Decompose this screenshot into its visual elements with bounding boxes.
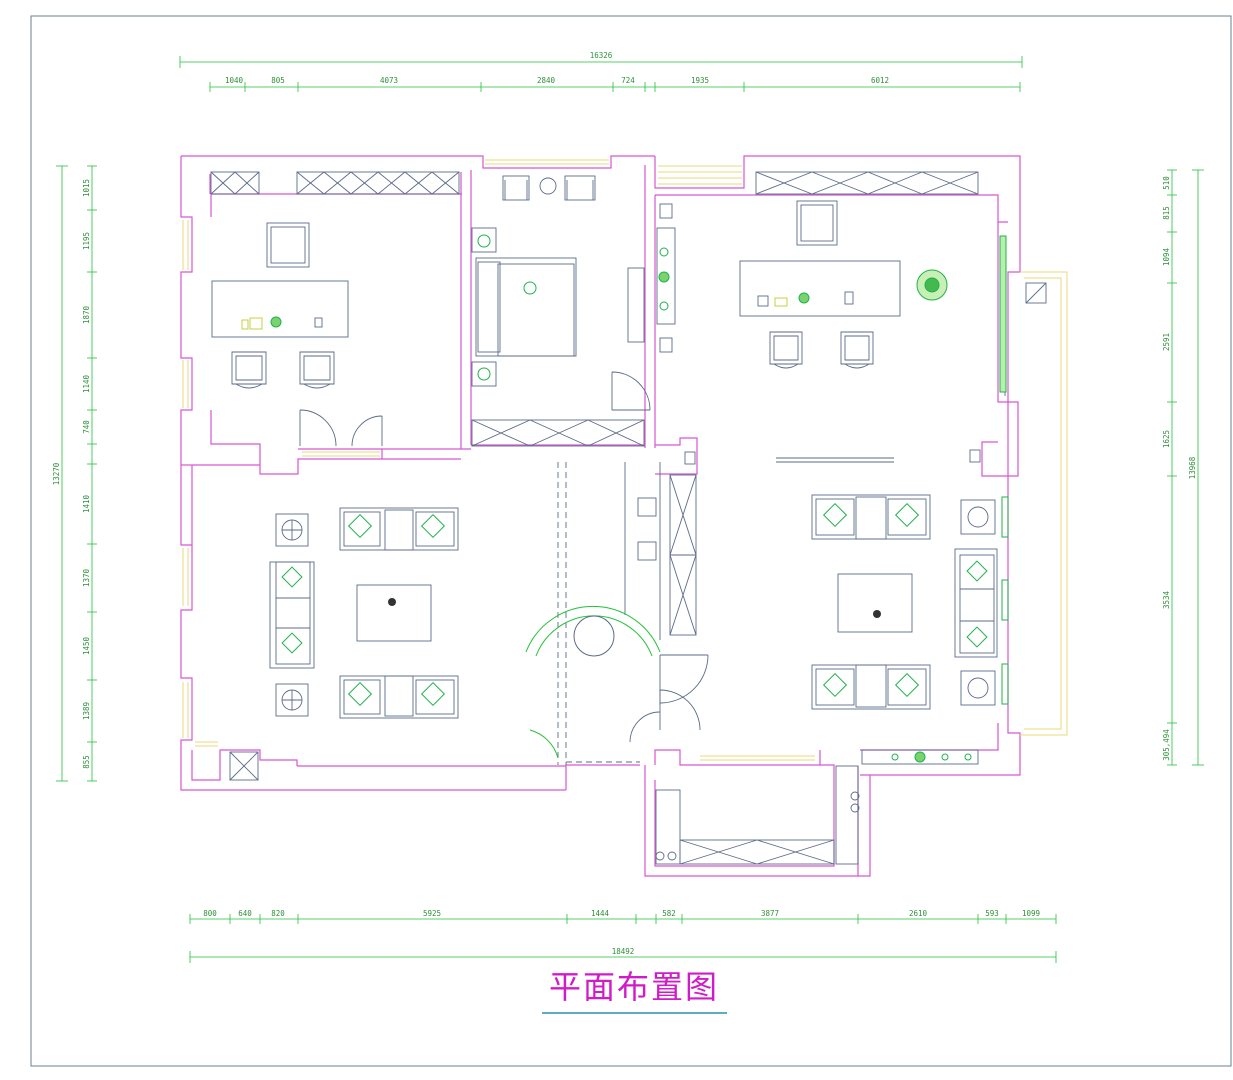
drawing-title: 平面布置图	[549, 968, 719, 1006]
dim-top-6: 1935	[691, 76, 709, 85]
dim-left-8: 1450	[82, 636, 91, 655]
dim-left-7: 1370	[82, 568, 91, 587]
dim-left-total: 13270	[52, 462, 61, 485]
dim-top-4: 2840	[537, 76, 556, 85]
dim-left-9: 1389	[82, 702, 91, 720]
table-ornaments	[388, 598, 881, 618]
dim-right-2: 815	[1162, 206, 1171, 220]
arch-feature	[525, 605, 661, 759]
dim-top-5: 724	[621, 76, 635, 85]
walls	[180, 155, 1021, 877]
dim-top-2: 805	[271, 76, 285, 85]
dim-right-3: 1094	[1162, 247, 1171, 266]
dim-left-3: 1870	[82, 305, 91, 324]
dimension-labels: 16326 1040 805 4073 2840 724 1935 6012 8…	[52, 51, 1197, 956]
dim-left-5: 740	[82, 420, 91, 434]
dim-bottom-6: 582	[662, 909, 676, 918]
dim-left-10: 855	[82, 755, 91, 769]
dim-right-1: 510	[1162, 176, 1171, 190]
dim-bottom-3: 820	[271, 909, 285, 918]
dim-top-total: 16326	[590, 51, 613, 60]
dim-right-4: 2591	[1162, 333, 1171, 351]
dim-right-5: 1625	[1162, 430, 1171, 448]
dim-top-3: 4073	[380, 76, 398, 85]
dim-bottom-1: 800	[203, 909, 217, 918]
dimension-lines	[56, 56, 1204, 963]
dim-bottom-2: 640	[238, 909, 252, 918]
dim-top-7: 6012	[871, 76, 889, 85]
dim-bottom-9: 593	[985, 909, 999, 918]
dim-left-2: 1195	[82, 232, 91, 250]
dim-right-6: 3534	[1162, 590, 1171, 609]
dim-bottom-4: 5925	[423, 909, 441, 918]
dim-right-total: 13968	[1188, 456, 1197, 479]
dim-top-1: 1040	[225, 76, 244, 85]
dim-bottom-7: 3877	[761, 909, 779, 918]
dim-left-1: 1015	[82, 179, 91, 197]
plants	[270, 234, 1009, 763]
dim-bottom-total: 18492	[612, 947, 635, 956]
dim-left-6: 1410	[82, 494, 91, 513]
furniture	[210, 171, 1047, 865]
dim-bottom-5: 1444	[591, 909, 610, 918]
dim-bottom-10: 1099	[1022, 909, 1040, 918]
sheet-border	[30, 15, 1232, 1067]
dim-left-4: 1140	[82, 374, 91, 393]
dim-bottom-8: 2610	[909, 909, 928, 918]
windows	[182, 159, 1068, 761]
dim-right-7: 305,494	[1162, 729, 1171, 761]
